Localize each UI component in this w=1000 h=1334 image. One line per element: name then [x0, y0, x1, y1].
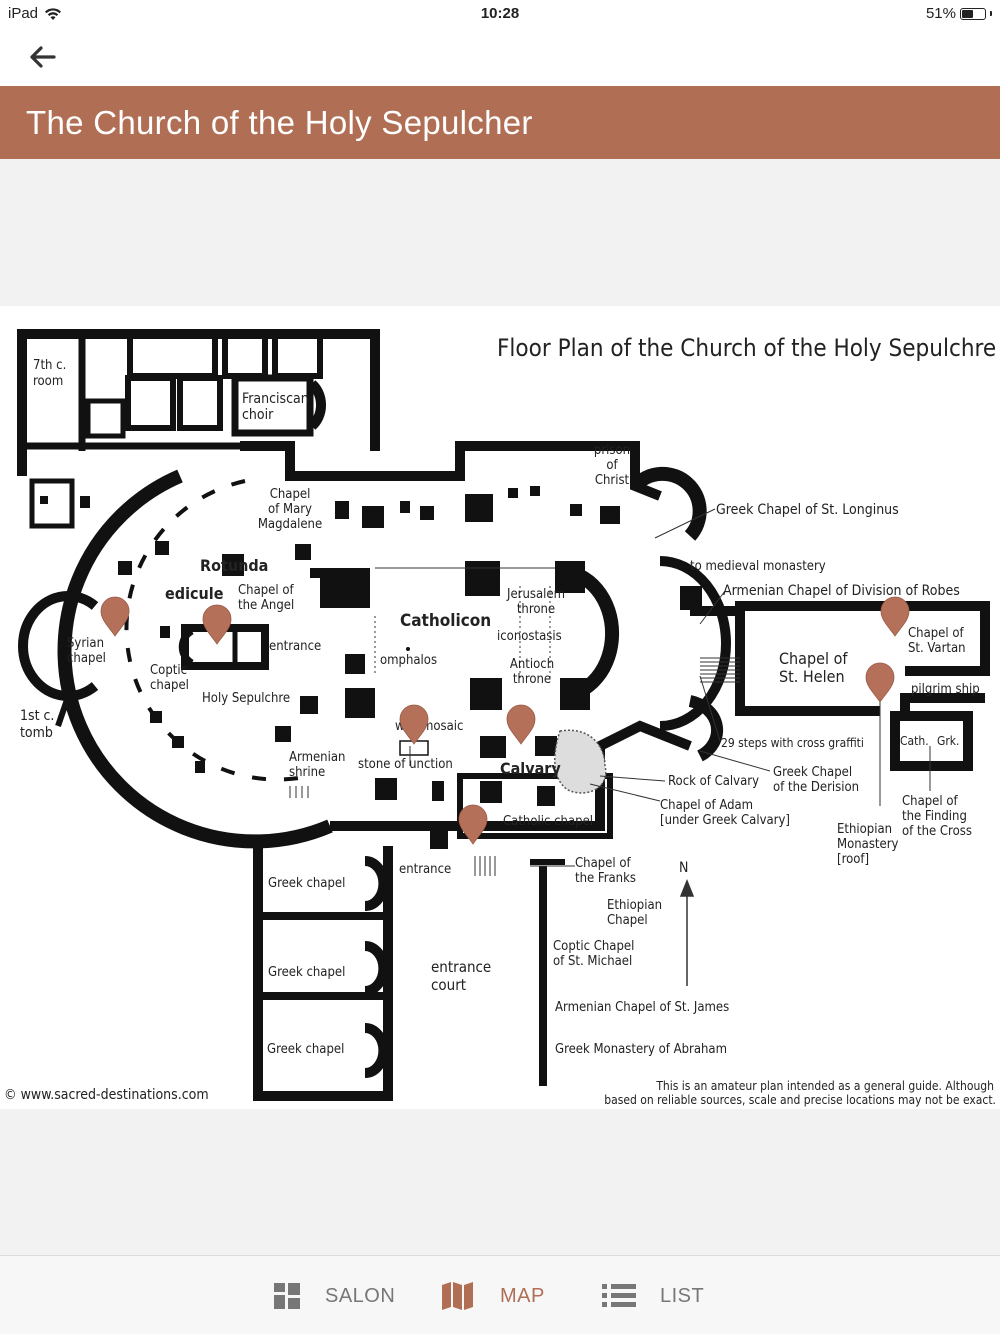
label-greek-monastery-abraham: Greek Monastery of Abraham [555, 1042, 727, 1057]
tab-map-label: MAP [500, 1284, 545, 1307]
label-medieval-monastery: to medieval monastery [690, 559, 826, 574]
tab-list-label: LIST [660, 1284, 705, 1307]
label-north: N [679, 860, 688, 876]
wifi-icon [45, 7, 62, 20]
status-left: iPad [8, 5, 62, 22]
map-disclaimer-line-2: based on reliable sources, scale and pre… [604, 1093, 996, 1107]
map-pin-syrian-chapel[interactable] [100, 596, 130, 637]
map-pin-wall-mosaic[interactable] [399, 704, 429, 745]
title-bar: The Church of the Holy Sepulcher [0, 86, 1000, 159]
label-chapel-of-adam: Chapel of Adam[under Greek Calvary] [660, 798, 790, 828]
battery-level [962, 9, 973, 18]
map-pin-chapel-st-helen[interactable] [865, 662, 895, 703]
status-bar: iPad 10:28 51% [0, 0, 1000, 28]
page-title: The Church of the Holy Sepulcher [26, 104, 533, 141]
label-chapel-longinus: Greek Chapel of St. Longinus [716, 502, 899, 518]
status-right: 51% [926, 5, 992, 22]
label-inner-entrance: entrance [269, 639, 321, 654]
list-icon [602, 1284, 636, 1307]
label-cath: Cath. [900, 734, 929, 748]
omphalos-marker [406, 647, 410, 651]
map-pin-catholic-chapel[interactable] [458, 804, 488, 845]
battery-tip [990, 11, 992, 16]
label-iconostasis: iconostasis [497, 629, 562, 644]
map-pin-calvary[interactable] [506, 704, 536, 745]
battery-icon [960, 7, 986, 20]
label-catholicon: Catholicon [400, 611, 491, 631]
label-division-of-robes: Armenian Chapel of Division of Robes [723, 583, 960, 599]
label-pilgrim-ship: pilgrim ship [911, 682, 980, 697]
label-greek-chapel-1: Greek chapel [268, 876, 345, 891]
map-icon [442, 1282, 473, 1310]
label-1st-century-tomb: 1st c.tomb [20, 708, 54, 741]
label-omphalos: omphalos [380, 653, 437, 668]
status-time: 10:28 [480, 5, 520, 22]
tab-list[interactable]: LIST [602, 1278, 704, 1314]
label-armenian-st-james: Armenian Chapel of St. James [555, 1000, 729, 1015]
map-copyright: © www.sacred-destinations.com [4, 1087, 209, 1103]
label-greek-chapel-3: Greek chapel [267, 1042, 344, 1057]
floor-plan-drawing: Floor Plan of the Church of the Holy Sep… [4, 329, 996, 1107]
tab-salon-label: SALON [325, 1284, 396, 1307]
label-edicule: edicule [165, 584, 224, 603]
label-7th-room: 7th c.room [33, 358, 66, 389]
label-grk: Grk. [937, 734, 959, 748]
label-29-steps: 29 steps with cross graffiti [721, 736, 864, 750]
label-greek-chapel-2: Greek chapel [268, 965, 345, 980]
label-catholic-chapel: Catholic chapel [503, 814, 593, 829]
device-name: iPad [8, 5, 39, 22]
label-rock-of-calvary: Rock of Calvary [668, 774, 759, 789]
bottom-tab-bar: SALON MAP LIST [0, 1255, 1000, 1334]
map-disclaimer-line-1: This is an amateur plan intended as a ge… [655, 1079, 994, 1093]
label-stone-of-unction: stone of unction [358, 757, 453, 772]
map-pin-chapel-st-vartan[interactable] [880, 596, 910, 637]
tab-map[interactable]: MAP [440, 1278, 545, 1314]
label-entrance: entrance [399, 862, 451, 877]
map-title: Floor Plan of the Church of the Holy Sep… [497, 334, 996, 362]
label-rotunda: Rotunda [200, 556, 268, 575]
battery-percent: 51% [925, 5, 956, 22]
back-button[interactable] [22, 40, 62, 74]
label-calvary: Calvary [500, 759, 561, 778]
floor-plan-map[interactable]: Floor Plan of the Church of the Holy Sep… [0, 306, 1000, 1109]
label-holy-sepulchre: Holy Sepulchre [202, 691, 290, 706]
map-pin-edicule[interactable] [202, 604, 232, 645]
navigation-bar [0, 28, 1000, 86]
grid-icon [274, 1283, 300, 1309]
tab-salon[interactable]: SALON [273, 1278, 395, 1314]
arrow-left-icon [30, 46, 56, 68]
